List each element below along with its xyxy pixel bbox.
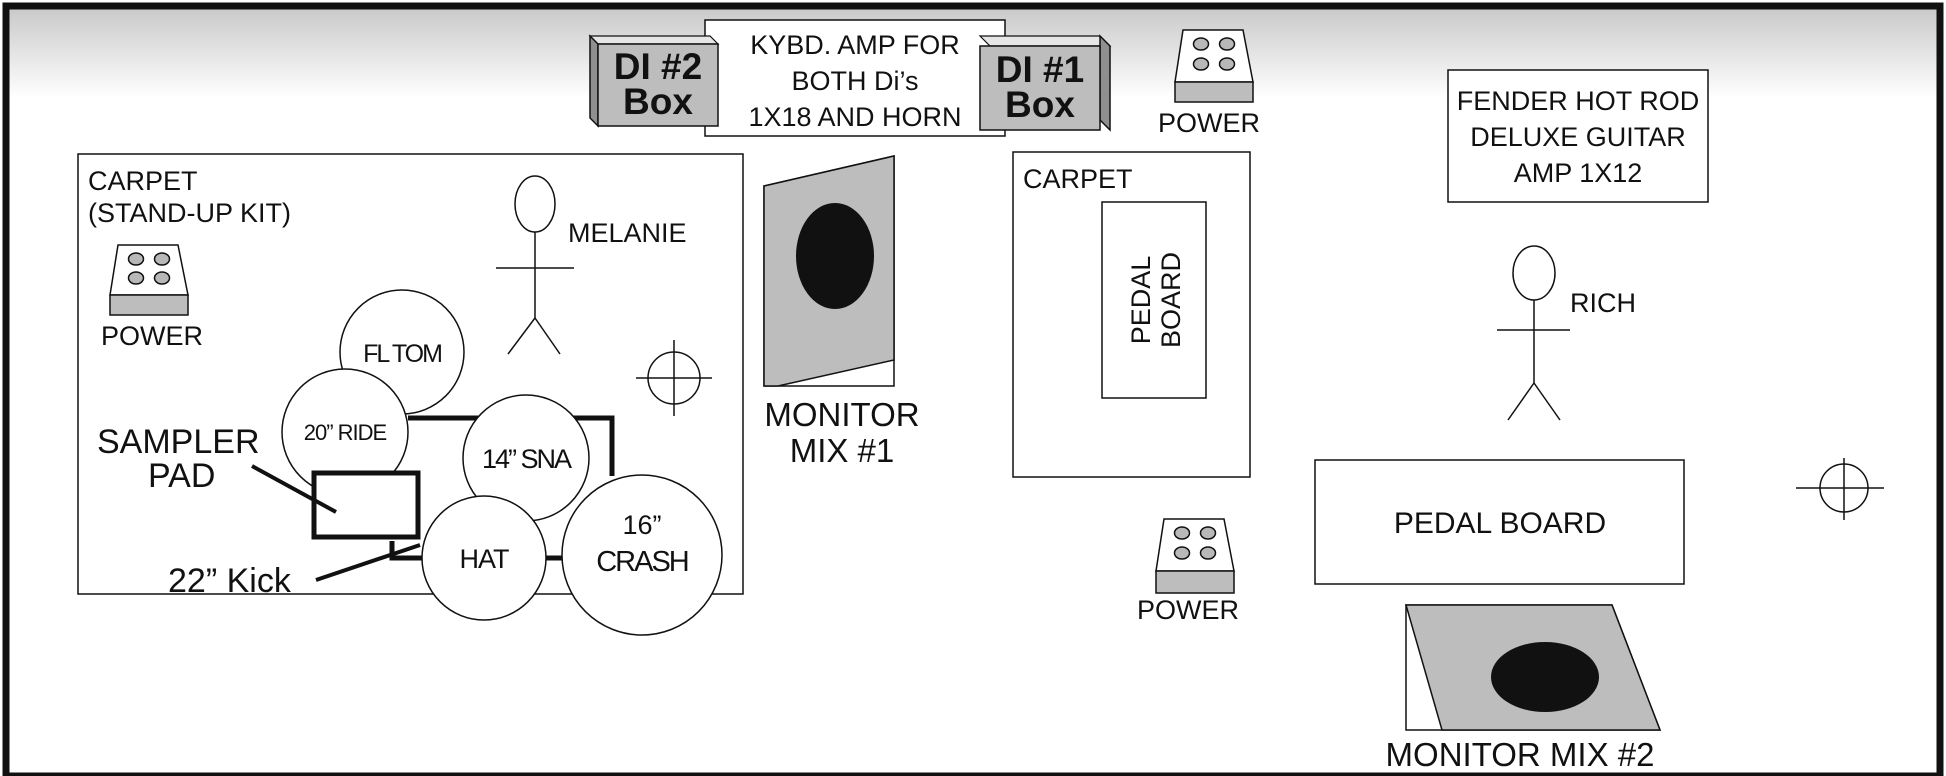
power-outlet-left: POWER: [101, 244, 203, 351]
mic-position-marker-right: [1796, 458, 1884, 520]
power-outlet-top: POWER: [1158, 29, 1260, 138]
pedal-board-horizontal: PEDAL BOARD: [1314, 459, 1685, 585]
crash-cymbal-label: CRASH: [596, 546, 688, 578]
guitar-amp: FENDER HOT ROD DELUXE GUITAR AMP 1X12: [1447, 69, 1709, 203]
guitar-amp-line-3: AMP 1X12: [1514, 158, 1643, 188]
pedal-board-horizontal-label: PEDAL BOARD: [1394, 507, 1606, 540]
floor-tom-label: FL TOM: [363, 340, 441, 368]
carpet-right-label: CARPET: [1023, 164, 1133, 194]
kick-drum-label: 22” Kick: [168, 562, 292, 600]
keyboard-amp-line-2: BOTH Di’s: [791, 66, 918, 96]
power-outlet-bottom: POWER: [1137, 518, 1239, 625]
keyboard-amp-line-3: 1X18 AND HORN: [748, 102, 961, 132]
power-label-left: POWER: [101, 321, 203, 351]
di-box-1: DI #1 Box: [978, 34, 1112, 132]
rich-label: RICH: [1570, 288, 1636, 318]
di-box-2: DI #2 Box: [588, 34, 720, 128]
pedal-board-vertical-sub: BOARD: [1156, 252, 1186, 348]
keyboard-amp-line-1: KYBD. AMP FOR: [750, 30, 960, 60]
melanie-label: MELANIE: [568, 218, 687, 248]
person-rich: RICH: [1497, 245, 1636, 421]
drum-kit: FL TOM 20” RIDE 14” SNA 16” CRASH HAT: [281, 289, 723, 636]
kick-drum: 22” Kick: [168, 543, 421, 600]
crash-cymbal-size: 16”: [622, 510, 661, 540]
carpet-left-sub: (STAND-UP KIT): [88, 198, 291, 228]
pedal-board-vertical: [1101, 201, 1207, 399]
hi-hat-label: HAT: [460, 544, 510, 574]
ride-cymbal-label: 20” RIDE: [304, 420, 387, 445]
mic-position-marker-left: [636, 340, 712, 416]
monitor-1-label: MONITOR: [764, 396, 919, 433]
di-box-2-label: DI #2: [614, 46, 702, 87]
power-label-top: POWER: [1158, 108, 1260, 138]
di-box-1-sub: Box: [1005, 84, 1075, 125]
di-box-2-sub: Box: [623, 81, 693, 122]
hi-hat: [421, 495, 547, 621]
carpet-left-label: CARPET: [88, 166, 198, 196]
power-label-bottom: POWER: [1137, 595, 1239, 625]
person-melanie: MELANIE: [496, 175, 687, 355]
carpet-right: CARPET PEDAL BOARD: [1012, 151, 1251, 478]
di-box-1-label: DI #1: [996, 49, 1084, 90]
pedal-board-vertical-label: PEDAL: [1126, 256, 1156, 345]
sampler-pad-label: SAMPLER: [97, 423, 260, 461]
guitar-amp-line-2: DELUXE GUITAR: [1470, 122, 1686, 152]
monitor-2-label: MONITOR MIX #2: [1386, 736, 1655, 773]
keyboard-amp: KYBD. AMP FOR BOTH Di’s 1X18 AND HORN: [704, 19, 1006, 137]
snare-drum-label: 14” SNA: [482, 444, 572, 474]
guitar-amp-line-1: FENDER HOT ROD: [1457, 86, 1700, 116]
monitor-1-sub: MIX #1: [790, 432, 895, 469]
monitor-wedge-1: MONITOR MIX #1: [763, 155, 920, 469]
sampler-pad: SAMPLER PAD: [97, 423, 421, 540]
speaker-cone-icon: [1491, 642, 1599, 712]
crash-cymbal: [561, 474, 723, 636]
speaker-cone-icon: [796, 203, 874, 309]
monitor-wedge-2: MONITOR MIX #2: [1386, 604, 1662, 773]
sampler-pad-sub: PAD: [148, 457, 215, 495]
